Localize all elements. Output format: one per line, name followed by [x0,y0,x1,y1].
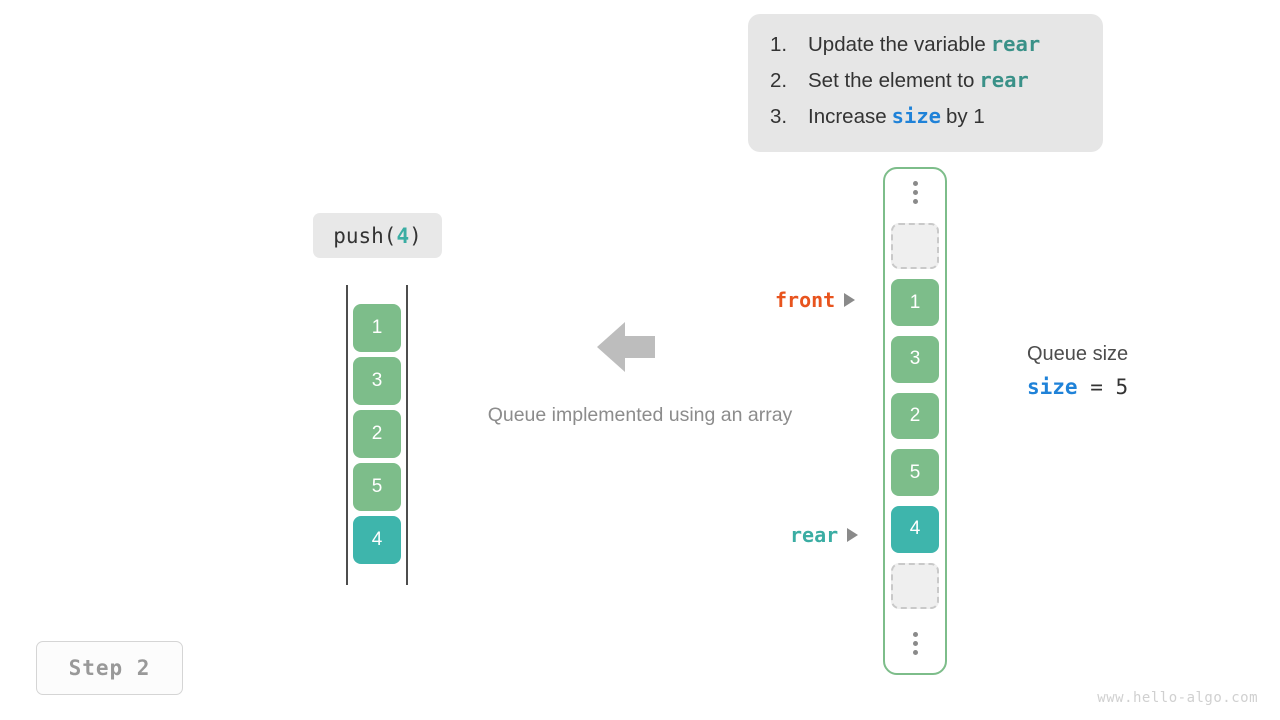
instruction-number: 3. [770,105,788,128]
array-cell: 5 [891,449,939,496]
instruction-text-suffix: by 1 [946,105,985,128]
operation-name: push( [333,223,397,248]
watermark: www.hello-algo.com [1097,690,1258,706]
instruction-panel: 1. Update the variable rear 2. Set the e… [748,14,1103,152]
instruction-number: 1. [770,33,788,56]
rear-pointer: rear [790,523,859,547]
arrow-left-icon [597,322,655,372]
size-equals-sign: = [1090,375,1103,399]
flow-caption: Queue implemented using an array [487,404,793,426]
array-cell: 1 [891,279,939,327]
instruction-code-token: rear [979,68,1029,92]
array-cell: 3 [353,357,401,405]
operation-close-paren: ) [409,223,422,248]
size-variable-name: size [1027,375,1078,399]
front-pointer: front [775,288,856,312]
array-cell-empty [891,562,939,610]
ellipsis-icon [912,169,918,217]
array-cell: 3 [891,336,939,383]
pointer-arrow-icon [847,528,859,542]
array-cell: 2 [353,410,401,458]
size-readout-expression: size = 5 [1027,375,1128,399]
instruction-text: Increase [808,105,887,128]
rear-pointer-label: rear [790,523,839,547]
operation-argument: 4 [396,223,410,248]
instruction-code-token: rear [990,32,1041,56]
circular-array: 1 3 2 5 4 [883,167,947,675]
array-cell: 1 [353,304,401,352]
array-rail-right [406,285,408,585]
linear-array: 1 3 2 5 4 [346,285,408,585]
instruction-item: 3. Increase size by 1 [770,104,1081,140]
instruction-text: Update the variable [808,33,986,56]
front-pointer-label: front [775,288,836,312]
linear-array-cells: 1 3 2 5 4 [353,304,401,569]
array-cell: 2 [891,392,939,440]
array-cell-empty [891,222,939,270]
array-rail-left [346,285,348,585]
step-badge: Step 2 [36,641,183,695]
pointer-arrow-icon [844,293,856,307]
instruction-code-token: size [891,104,942,128]
array-cell-highlight: 4 [353,516,401,564]
instruction-number: 2. [770,69,788,92]
size-readout-title: Queue size [1027,343,1129,365]
instruction-text: Set the element to [808,69,975,92]
instruction-item: 2. Set the element to rear [770,68,1081,104]
array-cell-highlight: 4 [891,505,939,553]
operation-label: push(4) [313,213,442,258]
ellipsis-icon [912,619,918,667]
array-cell: 5 [353,463,401,511]
size-value: 5 [1115,375,1129,399]
instruction-item: 1. Update the variable rear [770,32,1081,68]
size-readout: Queue size size = 5 [1027,343,1128,399]
